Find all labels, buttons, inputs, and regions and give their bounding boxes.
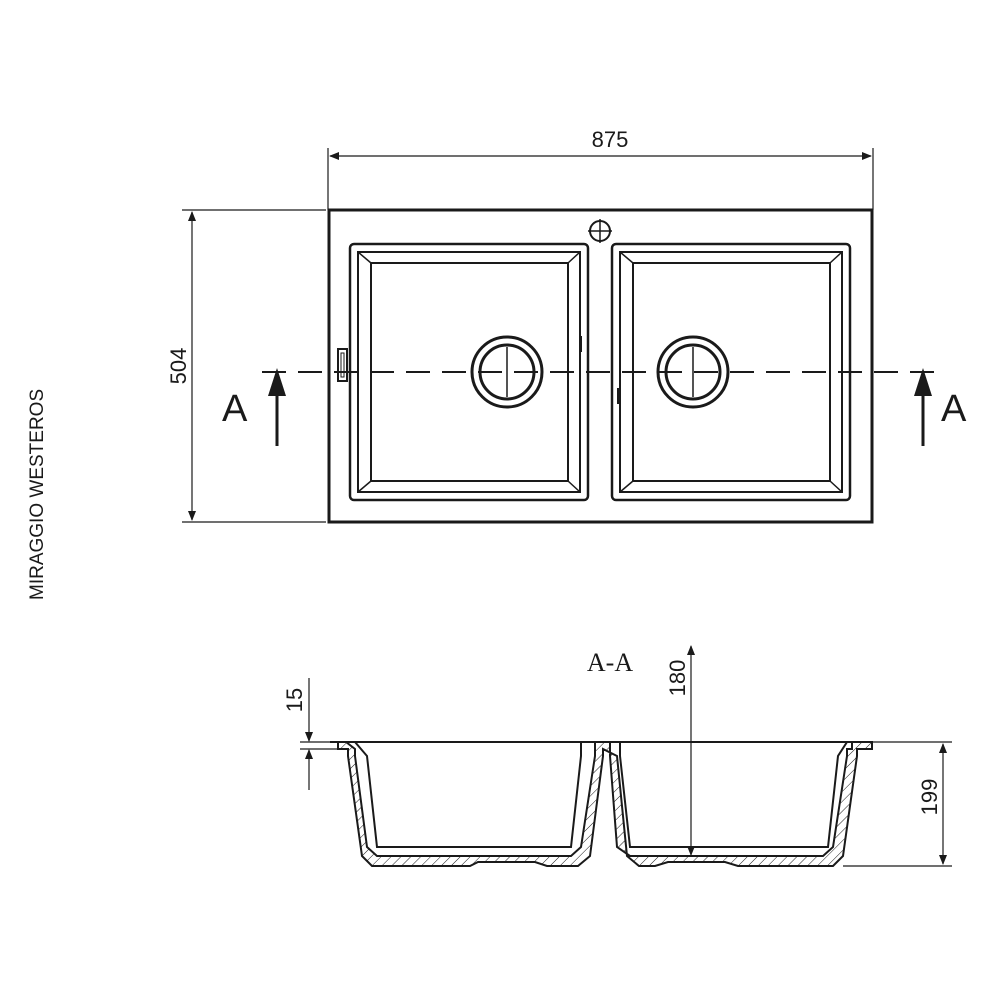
sink-outline (327, 208, 874, 524)
section-marker-right: A (941, 388, 967, 430)
overflow-slot (337, 348, 348, 382)
bowl-depth-dimension-label: 180 (665, 660, 690, 697)
section-title: A-A (587, 648, 633, 677)
rim-dimension-label: 15 (282, 688, 307, 712)
product-name: MIRAGGIO WESTEROS (27, 389, 48, 600)
section-body (330, 741, 873, 867)
width-dimension-label: 875 (592, 127, 629, 152)
section-arrow-right (914, 368, 932, 446)
total-height-dimension-label: 199 (917, 779, 942, 816)
faucet-hole (588, 219, 612, 243)
section-arrow-left (268, 368, 286, 446)
top-view: 875 504 (166, 127, 967, 524)
section-view: A-A 15 180 199 (282, 645, 952, 867)
section-marker-left: A (222, 388, 248, 430)
depth-dimension-label: 504 (166, 348, 191, 385)
